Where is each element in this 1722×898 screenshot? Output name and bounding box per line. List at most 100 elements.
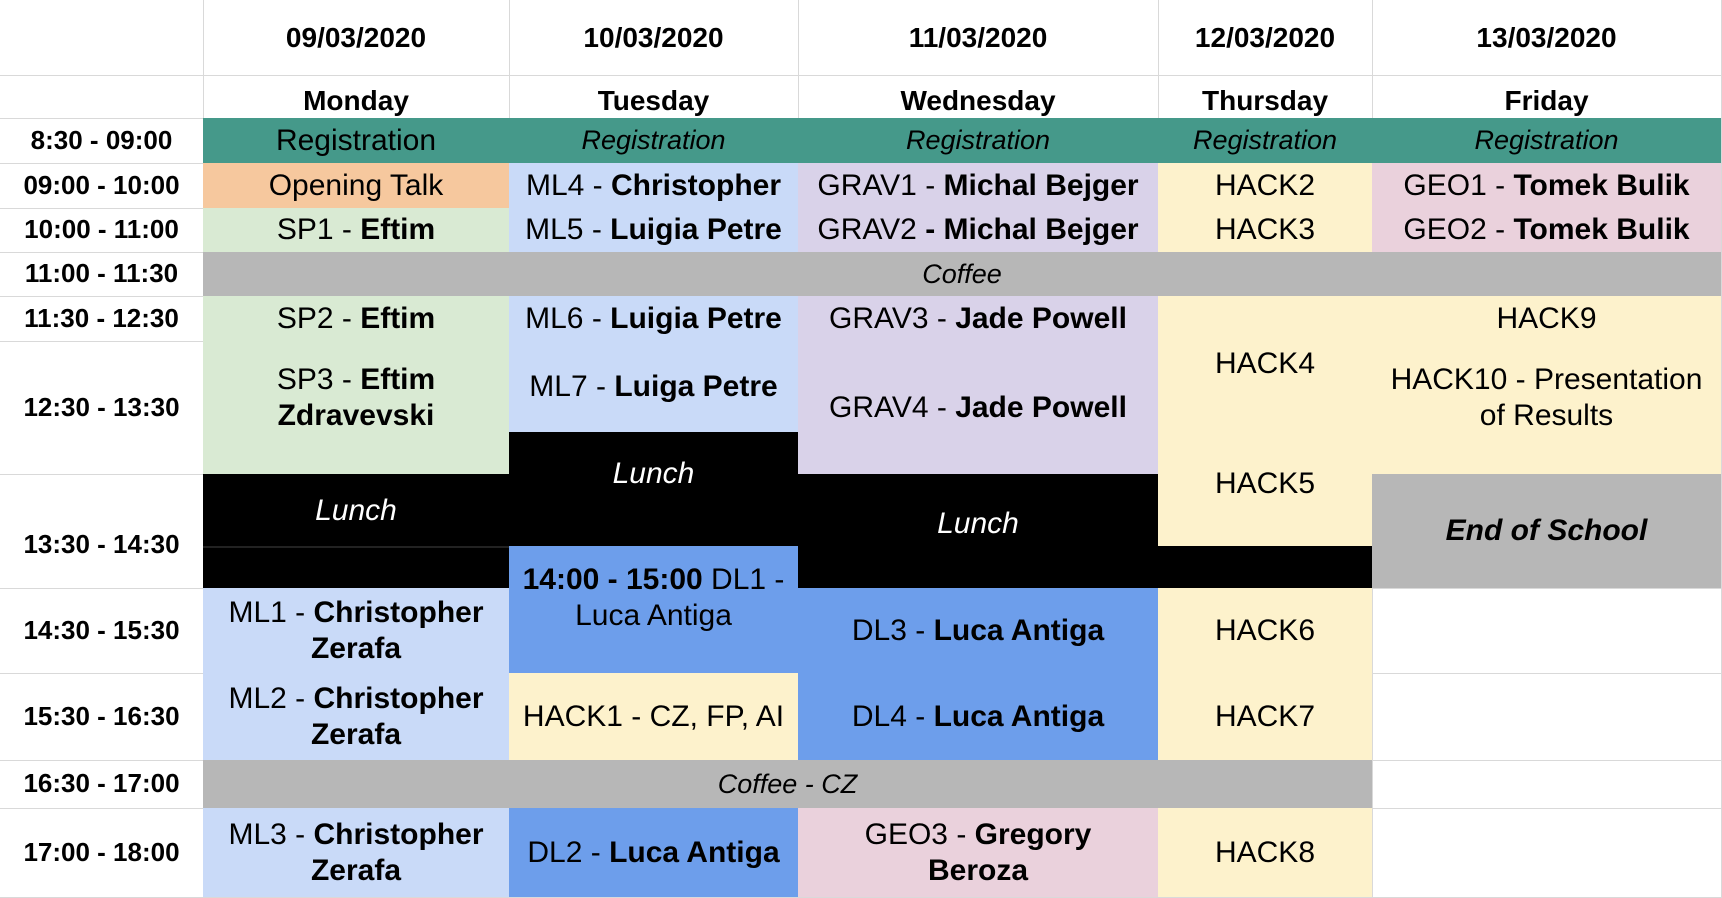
session-geo2[interactable]: GEO2 - Tomek Bulik (1372, 208, 1721, 252)
session-code: SP3 - (276, 362, 361, 396)
session-hack4[interactable]: HACK4 (1158, 296, 1372, 432)
registration-monday[interactable]: Registration (203, 118, 509, 163)
coffee-break-cz[interactable]: Coffee - CZ (203, 760, 1372, 808)
session-code: GRAV3 - (829, 301, 956, 335)
session-hack5[interactable]: HACK5 (1158, 432, 1372, 546)
session-hack1[interactable]: HACK1 - CZ, FP, AI (509, 673, 798, 760)
time-slot[interactable]: 13:30 - 14:30 (23, 529, 180, 560)
day-tuesday[interactable]: Tuesday (597, 85, 710, 117)
time-slot[interactable]: 11:30 - 12:30 (24, 302, 179, 333)
divider (203, 546, 509, 548)
session-hack9[interactable]: HACK9 (1372, 296, 1721, 341)
speaker-name: Zerafa (310, 853, 402, 887)
session-code: GRAV1 - (817, 168, 944, 202)
date-wednesday[interactable]: 11/03/2020 (908, 21, 1048, 53)
speaker-name: Jade Powell (955, 301, 1127, 335)
time-slot[interactable]: 12:30 - 13:30 (23, 391, 180, 422)
opening-talk[interactable]: Opening Talk (203, 163, 509, 208)
session-sp3[interactable]: SP3 - Eftim Zdravevski (203, 341, 509, 474)
session-geo1[interactable]: GEO1 - Tomek Bulik (1372, 163, 1721, 208)
session-dl3[interactable]: DL3 - Luca Antiga (798, 588, 1158, 673)
day-monday[interactable]: Monday (303, 85, 409, 117)
session-hack7[interactable]: HACK7 (1158, 673, 1372, 760)
session-code: DL2 - (527, 835, 610, 869)
session-hack6[interactable]: HACK6 (1158, 588, 1372, 673)
time-slot[interactable]: 09:00 - 10:00 (23, 169, 180, 200)
registration-wednesday[interactable]: Registration (798, 118, 1158, 163)
time-slot[interactable]: 10:00 - 11:00 (24, 214, 179, 245)
session-grav1[interactable]: GRAV1 - Michal Bejger (798, 163, 1158, 208)
session-code: GEO1 - (1403, 168, 1514, 202)
date-thursday[interactable]: 12/03/2020 (1194, 21, 1336, 53)
session-dl1[interactable]: 14:00 - 15:00 DL1 - Luca Antiga (509, 546, 798, 673)
session-ml5[interactable]: ML5 - Luigia Petre (509, 208, 798, 252)
session-sp2[interactable]: SP2 - Eftim (203, 296, 509, 341)
speaker-name: Eftim (360, 301, 436, 335)
session-code: ML4 - (525, 168, 611, 202)
lunch-tuesday[interactable]: Lunch (509, 432, 798, 546)
session-hack3[interactable]: HACK3 (1158, 208, 1372, 252)
session-code: DL3 - (851, 613, 934, 647)
session-code: ML7 - (529, 369, 615, 403)
speaker-name: Luigia Petre (610, 213, 782, 246)
session-hack8[interactable]: HACK8 (1158, 808, 1372, 897)
session-ml6[interactable]: ML6 - Luigia Petre (509, 296, 798, 341)
lunch-monday[interactable]: Lunch (203, 474, 509, 588)
time-slot[interactable]: 8:30 - 09:00 (30, 124, 173, 155)
session-code: GRAV4 - (829, 390, 956, 424)
speaker-name: Luca Antiga (609, 835, 780, 869)
session-code: ML2 - (228, 681, 314, 715)
day-wednesday[interactable]: Wednesday (900, 85, 1056, 117)
day-friday[interactable]: Friday (1504, 85, 1589, 117)
session-code: ML1 - (228, 595, 314, 629)
session-ml2[interactable]: ML2 - Christopher Zerafa (203, 673, 509, 760)
speaker-name: Luca Antiga (933, 613, 1105, 647)
speaker-name: Jade Powell (955, 390, 1127, 424)
session-dl4[interactable]: DL4 - Luca Antiga (798, 673, 1158, 760)
coffee-break[interactable]: Coffee (203, 252, 1721, 296)
speaker-name: Christopher (313, 817, 484, 851)
session-ml1[interactable]: ML1 - Christopher Zerafa (203, 588, 509, 673)
session-title: of Results (1479, 398, 1614, 432)
session-code: ML3 - (228, 817, 314, 851)
time-slot[interactable]: 14:30 - 15:30 (23, 614, 180, 645)
registration-friday[interactable]: Registration (1372, 118, 1721, 163)
session-ml4[interactable]: ML4 - Christopher (509, 163, 798, 208)
speaker-name: Zdravevski (277, 398, 435, 432)
lunch-wednesday[interactable]: Lunch (798, 474, 1158, 588)
session-grav4[interactable]: GRAV4 - Jade Powell (798, 341, 1158, 474)
day-thursday[interactable]: Thursday (1201, 85, 1329, 117)
speaker-name: Zerafa (310, 631, 402, 665)
session-hack2[interactable]: HACK2 (1158, 163, 1372, 208)
end-of-school[interactable]: End of School (1372, 474, 1721, 588)
speaker-name: Beroza (927, 853, 1029, 887)
session-ml7[interactable]: ML7 - Luiga Petre (509, 341, 798, 432)
session-title: HACK10 - Presentation (1390, 362, 1703, 396)
session-ml3[interactable]: ML3 - Christopher Zerafa (203, 808, 509, 897)
lunch-thursday-strip (1158, 546, 1372, 588)
session-code: ML5 - (525, 213, 611, 246)
speaker-name: Tomek Bulik (1513, 213, 1690, 246)
time-slot[interactable]: 17:00 - 18:00 (23, 836, 180, 867)
speaker-name: Christopher (313, 681, 484, 715)
session-code: SP2 - (276, 301, 361, 335)
session-grav3[interactable]: GRAV3 - Jade Powell (798, 296, 1158, 341)
speaker-name: Zerafa (310, 717, 402, 751)
speaker-name: Christopher (313, 595, 484, 629)
session-grav2[interactable]: GRAV2 - Michal Bejger (798, 208, 1158, 252)
session-geo3[interactable]: GEO3 - Gregory Beroza (798, 808, 1158, 897)
registration-thursday[interactable]: Registration (1158, 118, 1372, 163)
time-slot[interactable]: 11:00 - 11:30 (24, 258, 179, 289)
session-code: DL1 - (702, 562, 785, 596)
date-friday[interactable]: 13/03/2020 (1476, 21, 1617, 53)
session-hack10[interactable]: HACK10 - Presentation of Results (1372, 341, 1721, 474)
session-dl2[interactable]: DL2 - Luca Antiga (509, 808, 798, 897)
session-sp1[interactable]: SP1 - Eftim (203, 208, 509, 252)
speaker-name: Luiga Petre (614, 369, 778, 403)
date-monday[interactable]: 09/03/2020 (285, 21, 427, 53)
date-tuesday[interactable]: 10/03/2020 (583, 21, 724, 53)
registration-tuesday[interactable]: Registration (509, 118, 798, 163)
time-slot[interactable]: 15:30 - 16:30 (23, 700, 180, 731)
time-slot[interactable]: 16:30 - 17:00 (23, 768, 180, 799)
